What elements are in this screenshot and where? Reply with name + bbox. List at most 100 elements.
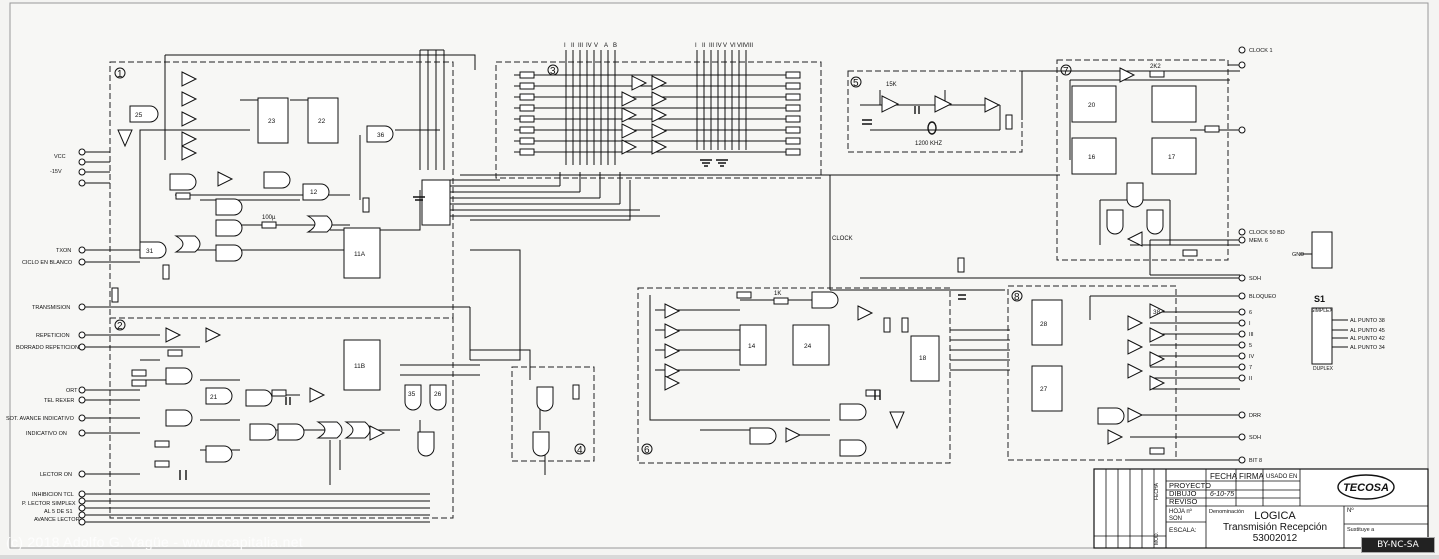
terminal-ii: II — [1249, 376, 1253, 382]
block-6-frame — [637, 287, 951, 464]
block-label-5: 5 — [853, 78, 859, 89]
chip-26: 26 — [434, 391, 442, 398]
tb-col-fecha: FECHA — [1154, 482, 1160, 500]
chip-11a: 11A — [354, 251, 366, 258]
switch-point-38: AL PUNTO 38 — [1350, 318, 1385, 324]
switch-point-42: AL PUNTO 42 — [1350, 336, 1385, 342]
tb-title-2: Transmisión Recepción — [1223, 522, 1327, 533]
chip-22: 22 — [318, 118, 326, 125]
terminal-avance-lector: AVANCE LECTOR — [34, 517, 80, 523]
switch-simplex: SIMPLEX — [1311, 308, 1333, 314]
bus-label-r-iv: IV — [716, 43, 722, 49]
bus-label-r-vi: VI — [730, 43, 736, 49]
tb-sustituye-label: Sustituye a — [1347, 527, 1375, 533]
chip-21: 21 — [210, 394, 218, 401]
chip-23: 23 — [268, 118, 276, 125]
bus-label-iii: III — [578, 43, 583, 49]
terminal-transmision: TRANSMISION — [32, 305, 70, 311]
switch-name: S1 — [1314, 294, 1325, 304]
terminal-ciclo-en-blanco: CICLO EN BLANCO — [22, 260, 73, 266]
tb-h-firma: FIRMA — [1239, 472, 1265, 481]
tb-col-mod: MOD. — [1154, 532, 1160, 545]
block-5-frame — [847, 70, 1023, 153]
tb-escala-label: ESCALA: — [1169, 527, 1197, 534]
tb-denominacion-label: Denominación — [1209, 509, 1244, 515]
tb-h-usado-en: USADO EN — [1266, 474, 1297, 480]
terminal-bloqueo: BLOQUEO — [1249, 294, 1277, 300]
tb-row-dibujo: DIBUJO — [1169, 489, 1197, 498]
block-label-2: 2 — [117, 321, 123, 332]
tb-row-proyecto: PROYECTO — [1169, 481, 1211, 490]
block-label-8: 8 — [1014, 292, 1020, 303]
terminal-p-lector-simplex: P. LECTOR SIMPLEX — [22, 501, 76, 507]
terminal-repeticion: REPETICION — [36, 333, 70, 339]
bus-label-b: B — [613, 43, 617, 49]
terminal-clock-50bd: CLOCK 50 BD — [1249, 230, 1285, 236]
bus-label-a: A — [604, 43, 608, 49]
chip-12: 12 — [310, 189, 318, 196]
chip-25: 25 — [135, 112, 143, 119]
chip-31: 31 — [146, 248, 154, 255]
terminal-txon: TXON — [56, 248, 71, 254]
bus-label-i: I — [564, 43, 566, 49]
tb-nr-label: Nº — [1347, 507, 1354, 514]
tb-hoja-label: HOJA nº — [1169, 508, 1193, 515]
terminal-neg15v: -15V — [50, 169, 62, 175]
chip-14: 14 — [748, 343, 756, 350]
bus-label-r-iii: III — [709, 43, 714, 49]
terminal-borrado-repeticion: BORRADO REPETICION — [16, 345, 79, 351]
block-7-frame — [1056, 59, 1229, 261]
bus-label-r-v: V — [723, 43, 727, 49]
terminal-sot-avance-indicativo: SOT. AVANCE INDICATIVO — [6, 416, 75, 422]
chip-20: 20 — [1088, 102, 1096, 109]
terminal-drr: DRR — [1249, 413, 1261, 419]
terminal-indicativo-on: INDICATIVO ON — [26, 431, 67, 437]
right-terminal-group: CLOCK 1 CLOCK 50 BD MEM. 6 SOH BLOQUEO 6… — [1238, 46, 1285, 464]
terminal-lector-on: LECTOR ON — [40, 472, 72, 478]
terminal-soh-bottom: SOH — [1249, 435, 1261, 441]
terminal-iii: III — [1249, 332, 1254, 338]
company-logo: TECOSA — [1343, 482, 1389, 494]
bus-label-r-i: I — [695, 43, 697, 49]
terminal-clock-1: CLOCK 1 — [1249, 48, 1273, 54]
switch-s1: S1 SIMPLEX DUPLEX GND AL PUNTO 38 AL PUN… — [1292, 252, 1385, 372]
terminal-6: 6 — [1249, 310, 1252, 316]
terminal-mem-6: MEM. 6 — [1249, 238, 1268, 244]
chip-28: 28 — [1040, 321, 1048, 328]
crystal-label: 1200 KHZ — [915, 141, 942, 147]
terminal-al-5-de-s1: AL 5 DE S1 — [44, 509, 73, 515]
bus-label-r-ii: II — [702, 43, 706, 49]
block-3-frame — [495, 61, 822, 179]
clock-label: CLOCK — [832, 236, 853, 242]
terminal-iv: IV — [1249, 354, 1255, 360]
block-8-frame — [1007, 285, 1177, 461]
resistor-2k2-label: 2K2 — [1150, 64, 1161, 70]
resistor-15k-label: 15K — [886, 82, 897, 88]
bus-label-iv: IV — [586, 43, 592, 49]
switch-point-45: AL PUNTO 45 — [1350, 328, 1385, 334]
tb-title-1: LOGICA — [1254, 510, 1296, 522]
terminal-soh-top: SOH — [1249, 276, 1261, 282]
block-label-3: 3 — [550, 66, 556, 77]
terminal-5: 5 — [1249, 343, 1252, 349]
switch-duplex: DUPLEX — [1313, 366, 1334, 372]
chip-27: 27 — [1040, 386, 1048, 393]
block-label-4: 4 — [577, 445, 583, 456]
left-terminal-group: VCC -15V TXON CICLO EN BLANCO TRANSMISIO… — [6, 148, 86, 526]
bus-label-ii: II — [571, 43, 575, 49]
license-badge: BY-NC-SA — [1361, 537, 1435, 553]
bus-label-r-vii: VII — [737, 43, 745, 49]
tb-drawing-number: 53002012 — [1253, 533, 1298, 544]
chip-24: 24 — [804, 343, 812, 350]
chip-36: 36 — [377, 132, 385, 139]
terminal-vcc: VCC — [54, 154, 66, 160]
chip-16: 16 — [1088, 154, 1096, 161]
chip-17: 17 — [1168, 154, 1176, 161]
terminal-tel-rexer: TEL REXER — [44, 398, 74, 404]
chip-35: 35 — [408, 391, 416, 398]
bus-label-r-viii: VIII — [744, 43, 753, 49]
terminal-ort: ORT — [66, 388, 78, 394]
terminal-i: I — [1249, 321, 1251, 327]
